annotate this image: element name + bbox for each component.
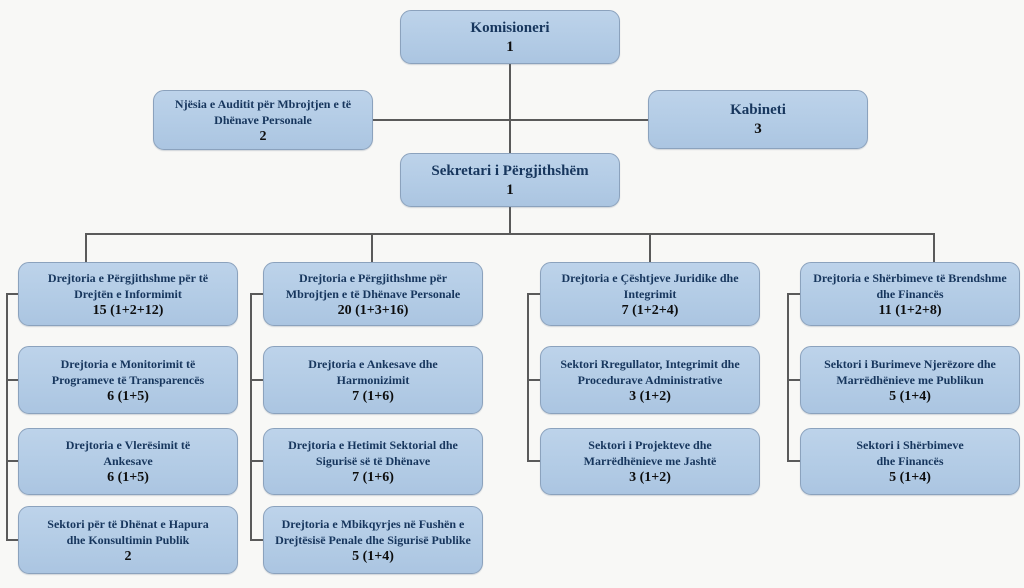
node-col1-drejtoria-monitorimit: Drejtoria e Monitorimit të Programeve të… [18, 346, 238, 414]
node-count: 1 [506, 38, 514, 55]
node-title-line: dhe Financës [876, 286, 944, 301]
connector-line [6, 293, 8, 540]
node-title-line: Drejtoria e Çështjeve Juridike dhe [561, 270, 739, 285]
node-sekretari: Sekretari i Përgjithshëm 1 [400, 153, 620, 207]
connector-line [250, 460, 263, 462]
connector-line [649, 233, 651, 263]
connector-line [6, 460, 18, 462]
node-title-line: Drejtoria e Monitorimit të [60, 356, 196, 371]
node-title-line: Drejtoria e Mbikqyrjes në Fushën e [281, 516, 465, 531]
node-title-line: Sektori Rregullator, Integrimit dhe [560, 356, 740, 371]
connector-line [787, 379, 800, 381]
node-title-line: dhe Konsultimin Publik [66, 532, 190, 547]
connector-line [527, 293, 529, 461]
connector-line [787, 293, 800, 295]
node-col1-drejtoria-vleresimit: Drejtoria e Vlerësimit të Ankesave 6 (1+… [18, 428, 238, 495]
connector-line [6, 539, 18, 541]
node-title-line: Sektori i Projekteve dhe [588, 438, 712, 452]
connector-line [787, 460, 800, 462]
node-count: 6 (1+5) [107, 470, 149, 485]
connector-line [250, 379, 263, 381]
node-col3-drejtoria-ceshtjeve-juridike: Drejtoria e Çështjeve Juridike dhe Integ… [540, 262, 760, 326]
node-title-line: Sektori për të Dhënat e Hapura [47, 516, 209, 531]
node-title-line: Kabineti [730, 102, 786, 118]
node-title-line: Drejtoria e Vlerësimit të [65, 438, 191, 452]
node-col4-sektori-sherbimeve: Sektori i Shërbimeve dhe Financës 5 (1+4… [800, 428, 1020, 495]
node-title-line: Komisioneri [470, 19, 550, 36]
node-title-line: Mbrojtjen e të Dhënave Personale [285, 286, 461, 301]
node-count: 20 (1+3+16) [337, 302, 409, 318]
node-col3-sektori-projekteve: Sektori i Projekteve dhe Marrëdhënieve m… [540, 428, 760, 495]
node-title-line: Drejtësisë Penale dhe Sigurisë Publike [275, 532, 471, 547]
node-komisioneri: Komisioneri 1 [400, 10, 620, 64]
node-col4-sektori-burimeve: Sektori i Burimeve Njerëzore dhe Marrëdh… [800, 346, 1020, 414]
connector-line [250, 293, 252, 540]
node-count: 3 (1+2) [629, 470, 671, 485]
node-count: 7 (1+6) [352, 388, 394, 404]
node-count: 2 [259, 128, 267, 144]
connector-line [527, 293, 540, 295]
node-col1-drejtoria-pergjithshme-informimit: Drejtoria e Përgjithshme për të Drejtën … [18, 262, 238, 326]
node-title-line: Marrëdhënieve me Publikun [836, 372, 984, 387]
node-col2-drejtoria-hetimit: Drejtoria e Hetimit Sektorial dhe Siguri… [263, 428, 483, 495]
node-title-line: Ankesave [103, 454, 153, 468]
node-title-line: Sektori i Burimeve Njerëzore dhe [824, 356, 996, 371]
connector-line [509, 207, 511, 234]
node-count: 1 [506, 181, 514, 198]
node-title-line: Procedurave Administrative [577, 372, 723, 387]
node-title-line: dhe Financës [876, 454, 944, 468]
node-title-line: Njësia e Auditit për Mbrojtjen e të [174, 96, 352, 111]
node-count: 5 (1+4) [352, 548, 394, 564]
node-col1-sektori-dhenat-e-hapura: Sektori për të Dhënat e Hapura dhe Konsu… [18, 506, 238, 574]
connector-line [933, 233, 935, 263]
node-title-line: Sekretari i Përgjithshëm [431, 162, 589, 179]
node-title-line: Marrëdhënieve me Jashtë [583, 454, 717, 468]
node-njesia-e-auditit: Njësia e Auditit për Mbrojtjen e të Dhën… [153, 90, 373, 150]
connector-line [371, 233, 373, 263]
node-col2-drejtoria-pergjithshme-mbrojtjen: Drejtoria e Përgjithshme për Mbrojtjen e… [263, 262, 483, 326]
connector-line [509, 64, 511, 154]
node-count: 3 [754, 121, 762, 137]
node-title-line: Drejtoria e Shërbimeve të Brendshme [813, 270, 1007, 285]
connector-line [527, 379, 540, 381]
node-count: 5 (1+4) [889, 388, 931, 404]
node-count: 3 (1+2) [629, 388, 671, 404]
node-count: 7 (1+6) [352, 470, 394, 485]
node-col3-sektori-rregullator: Sektori Rregullator, Integrimit dhe Proc… [540, 346, 760, 414]
node-col2-drejtoria-ankesave: Drejtoria e Ankesave dhe Harmonizimit 7 … [263, 346, 483, 414]
node-count: 7 (1+2+4) [621, 302, 679, 318]
node-count: 2 [124, 548, 132, 564]
node-title-line: Drejtoria e Përgjithshme për [298, 270, 448, 285]
node-count: 11 (1+2+8) [878, 302, 942, 318]
node-title-line: Drejtoria e Hetimit Sektorial dhe [288, 438, 458, 452]
node-count: 15 (1+2+12) [92, 302, 164, 318]
node-title-line: Integrimit [623, 286, 677, 301]
node-col4-drejtoria-sherbimeve: Drejtoria e Shërbimeve të Brendshme dhe … [800, 262, 1020, 326]
node-count: 5 (1+4) [889, 470, 931, 485]
connector-line [787, 293, 789, 461]
node-title-line: Dhënave Personale [214, 112, 312, 127]
node-title-line: Drejtoria e Përgjithshme për të [47, 270, 209, 285]
connector-line [527, 460, 540, 462]
node-title-line: Harmonizimit [336, 372, 410, 387]
node-title-line: Sektori i Shërbimeve [856, 438, 964, 452]
connector-line [373, 119, 649, 121]
node-title-line: Programeve të Transparencës [51, 372, 205, 387]
node-title-line: Drejtën e Informimit [74, 286, 182, 301]
node-count: 6 (1+5) [107, 388, 149, 404]
node-col2-drejtoria-mbikqyrjes: Drejtoria e Mbikqyrjes në Fushën e Drejt… [263, 506, 483, 574]
connector-line [6, 379, 18, 381]
node-title-line: Drejtoria e Ankesave dhe [308, 356, 438, 371]
node-title-line: Sigurisë së të Dhënave [315, 454, 431, 468]
connector-line [250, 539, 263, 541]
connector-line [85, 233, 935, 235]
connector-line [250, 293, 263, 295]
connector-line [6, 293, 18, 295]
connector-line [85, 233, 87, 263]
node-kabineti: Kabineti 3 [648, 90, 868, 149]
